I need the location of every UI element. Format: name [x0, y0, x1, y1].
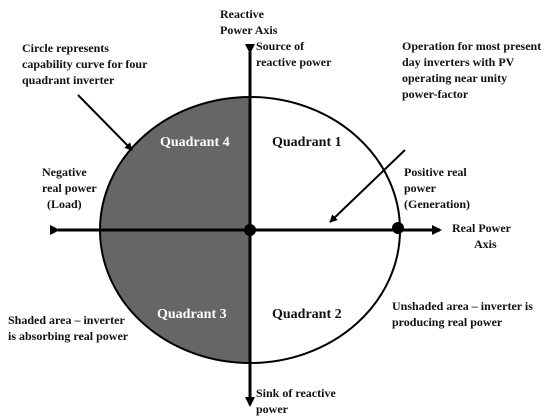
- operating-point-dot: [392, 222, 404, 234]
- operation-note-arrow: [329, 149, 406, 223]
- quadrant-3-label: Quadrant 3: [157, 307, 227, 322]
- sink-reactive-annotation: Sink of reactive power: [256, 386, 339, 416]
- positive-real-line3: (Generation): [404, 197, 470, 211]
- unshaded-area-note: Unshaded area – inverter is producing re…: [392, 299, 536, 329]
- quadrant-1-label: Quadrant 1: [272, 135, 342, 150]
- quadrant-2-label: Quadrant 2: [272, 307, 342, 322]
- vertical-axis-label-line1: Reactive: [220, 7, 265, 21]
- horizontal-axis-label-line2: Axis: [474, 237, 497, 251]
- vertical-axis-label: Reactive Power Axis: [220, 7, 278, 37]
- positive-real-line1: Positive real: [404, 165, 467, 179]
- shaded-note-line2: is absorbing real power: [8, 329, 129, 343]
- negative-real-line1: Negative: [42, 165, 87, 179]
- circle-note-line3: quadrant inverter: [22, 73, 115, 87]
- negative-real-line2: real power: [42, 181, 97, 195]
- operation-note: Operation for most present day inverters…: [402, 39, 544, 101]
- circle-note-arrow: [77, 94, 133, 151]
- positive-real-annotation: Positive real power (Generation): [404, 165, 470, 211]
- vertical-axis-label-line2: Power Axis: [220, 23, 278, 37]
- positive-real-line2: power: [404, 181, 437, 195]
- circle-note: Circle represents capability curve for f…: [22, 41, 150, 87]
- source-reactive-line2: reactive power: [256, 55, 332, 69]
- negative-real-line3: (Load): [47, 197, 82, 211]
- sink-reactive-line2: power: [256, 402, 289, 416]
- operation-note-line4: power-factor: [402, 87, 469, 101]
- unshaded-note-line2: producing real power: [392, 315, 503, 329]
- source-reactive-line1: Source of: [256, 39, 305, 53]
- negative-real-annotation: Negative real power (Load): [42, 165, 100, 211]
- circle-note-line2: capability curve for four: [22, 57, 148, 71]
- operation-note-line1: Operation for most present: [402, 39, 541, 53]
- operation-note-line2: day inverters with PV: [402, 55, 515, 69]
- quadrant-4-label: Quadrant 4: [160, 135, 230, 150]
- circle-note-line1: Circle represents: [22, 41, 109, 55]
- unshaded-note-line1: Unshaded area – inverter is: [392, 299, 533, 313]
- operation-note-line3: operating near unity: [402, 71, 507, 85]
- horizontal-axis-label-line1: Real Power: [452, 221, 512, 235]
- source-reactive-annotation: Source of reactive power: [256, 39, 332, 69]
- horizontal-axis-label: Real Power Axis: [452, 221, 514, 251]
- shaded-note-line1: Shaded area – inverter: [8, 313, 125, 327]
- origin-dot: [244, 224, 256, 236]
- sink-reactive-line1: Sink of reactive: [256, 386, 336, 400]
- shaded-area-note: Shaded area – inverter is absorbing real…: [8, 313, 129, 343]
